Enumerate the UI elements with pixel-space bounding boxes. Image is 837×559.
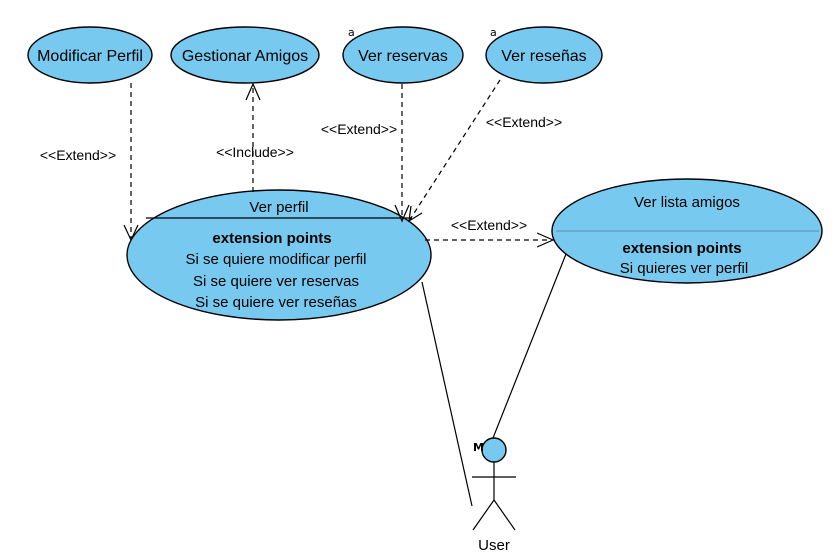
relationship-lista-extend[interactable]: <<Extend>> (425, 217, 555, 248)
relationship-modificar-extend[interactable]: <<Extend>> (40, 83, 139, 242)
use-case-name: Gestionar Amigos (182, 48, 308, 65)
actor-left-leg (472, 499, 495, 531)
open-arrowhead (536, 232, 555, 248)
use-case-name: Ver perfil (249, 199, 308, 216)
open-arrowhead (408, 205, 423, 223)
use-case-ver-lista-amigos[interactable]: Ver lista amigos extension points Si qui… (551, 178, 823, 284)
use-case-ellipse (342, 26, 464, 84)
extension-point: Si se quiere ver reseñas (195, 294, 357, 311)
actor-user[interactable]: M User (472, 437, 516, 554)
stereotype-marker: a (348, 26, 355, 39)
use-case-ellipse (126, 189, 432, 321)
use-case-name: Ver reservas (358, 48, 448, 65)
open-arrowhead (245, 82, 261, 101)
use-case-ver-resenas[interactable]: Ver reseñas a (485, 26, 603, 84)
stereotype-label: <<Extend>> (40, 147, 116, 163)
use-case-ellipse (27, 26, 153, 84)
actor-marker: M (473, 441, 484, 454)
use-case-ellipse (170, 26, 320, 84)
use-case-name: Modificar Perfil (37, 48, 143, 65)
dependency-line (408, 79, 501, 222)
extension-point: Si se quiere ver reservas (193, 273, 359, 290)
relationship-reservas-extend[interactable]: <<Extend>> (321, 84, 410, 223)
extension-point: Si se quiere modificar perfil (186, 251, 367, 268)
use-case-name: Ver reseñas (501, 48, 586, 65)
use-case-ver-reservas[interactable]: Ver reservas a (342, 26, 464, 84)
relationship-gestionar-include[interactable]: <<Include>> (216, 82, 294, 192)
association-ver-lista-amigos[interactable] (492, 253, 567, 439)
association-ver-perfil[interactable] (421, 281, 473, 507)
use-case-gestionar-amigos[interactable]: Gestionar Amigos (170, 26, 320, 84)
use-case-ver-perfil[interactable]: Ver perfil extension points Si se quiere… (126, 189, 432, 321)
extension-points-title: extension points (622, 240, 741, 257)
extension-point: Si quieres ver perfil (620, 260, 748, 277)
actor-head (481, 437, 507, 463)
stereotype-marker: a (490, 26, 497, 39)
stereotype-label: <<Extend>> (321, 121, 397, 137)
actor-right-leg (493, 499, 516, 531)
open-arrowhead (394, 204, 410, 223)
stereotype-label: <<Extend>> (451, 217, 527, 233)
use-case-modificar-perfil[interactable]: Modificar Perfil (27, 26, 153, 84)
stereotype-label: <<Extend>> (486, 114, 562, 130)
relationship-resenas-extend[interactable]: <<Extend>> (408, 79, 562, 223)
use-case-ellipse (485, 26, 603, 84)
extension-points-title: extension points (212, 230, 331, 247)
stereotype-label: <<Include>> (216, 144, 294, 160)
open-arrowhead (123, 224, 139, 242)
use-case-name: Ver lista amigos (634, 194, 740, 211)
actor-name: User (478, 537, 510, 554)
